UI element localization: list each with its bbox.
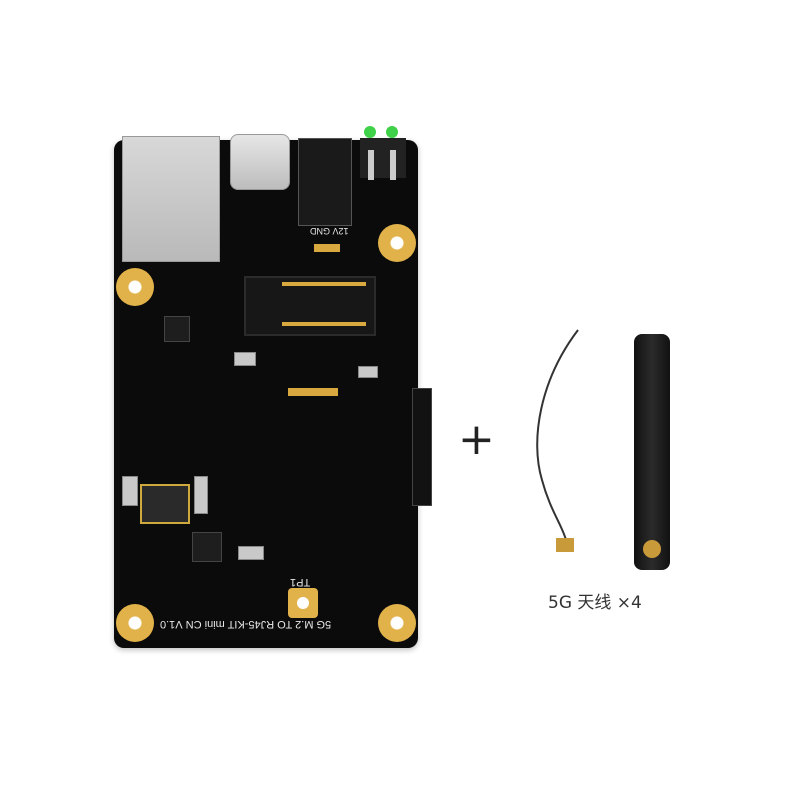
mounting-hole [116,268,154,306]
ic-chip [192,532,222,562]
board-silkscreen-label: 5G M.2 TO RJ45-KIT mini CN V1.0 [160,618,332,630]
antenna [634,334,670,570]
smd-component [194,476,208,514]
pcb-board: TP1 12V GND 5G M.2 TO RJ45-KIT mini CN V… [114,126,432,648]
ic-chip [164,316,190,342]
usb-c-port [230,134,290,190]
mounting-hole [378,604,416,642]
antenna-pigtail-cable [536,329,579,552]
smd-component [358,366,378,378]
gnd-pins [314,244,340,252]
tp-label: TP1 [290,576,311,588]
test-point-pad [288,588,318,618]
m2-slot [244,276,376,336]
smd-component [288,388,338,396]
dc-jack [298,138,352,226]
mounting-hole [116,604,154,642]
smd-component [122,476,138,506]
side-connector [412,388,432,506]
mounting-hole [378,224,416,262]
ic-chip [140,484,190,524]
smd-component [238,546,264,560]
rj45-port [122,136,220,262]
antenna-caption: 5G 天线 ×4 [548,593,642,613]
gnd-label: 12V GND [310,226,349,236]
smd-component [234,352,256,366]
plus-sign: + [458,414,495,465]
led-indicators [360,126,406,196]
